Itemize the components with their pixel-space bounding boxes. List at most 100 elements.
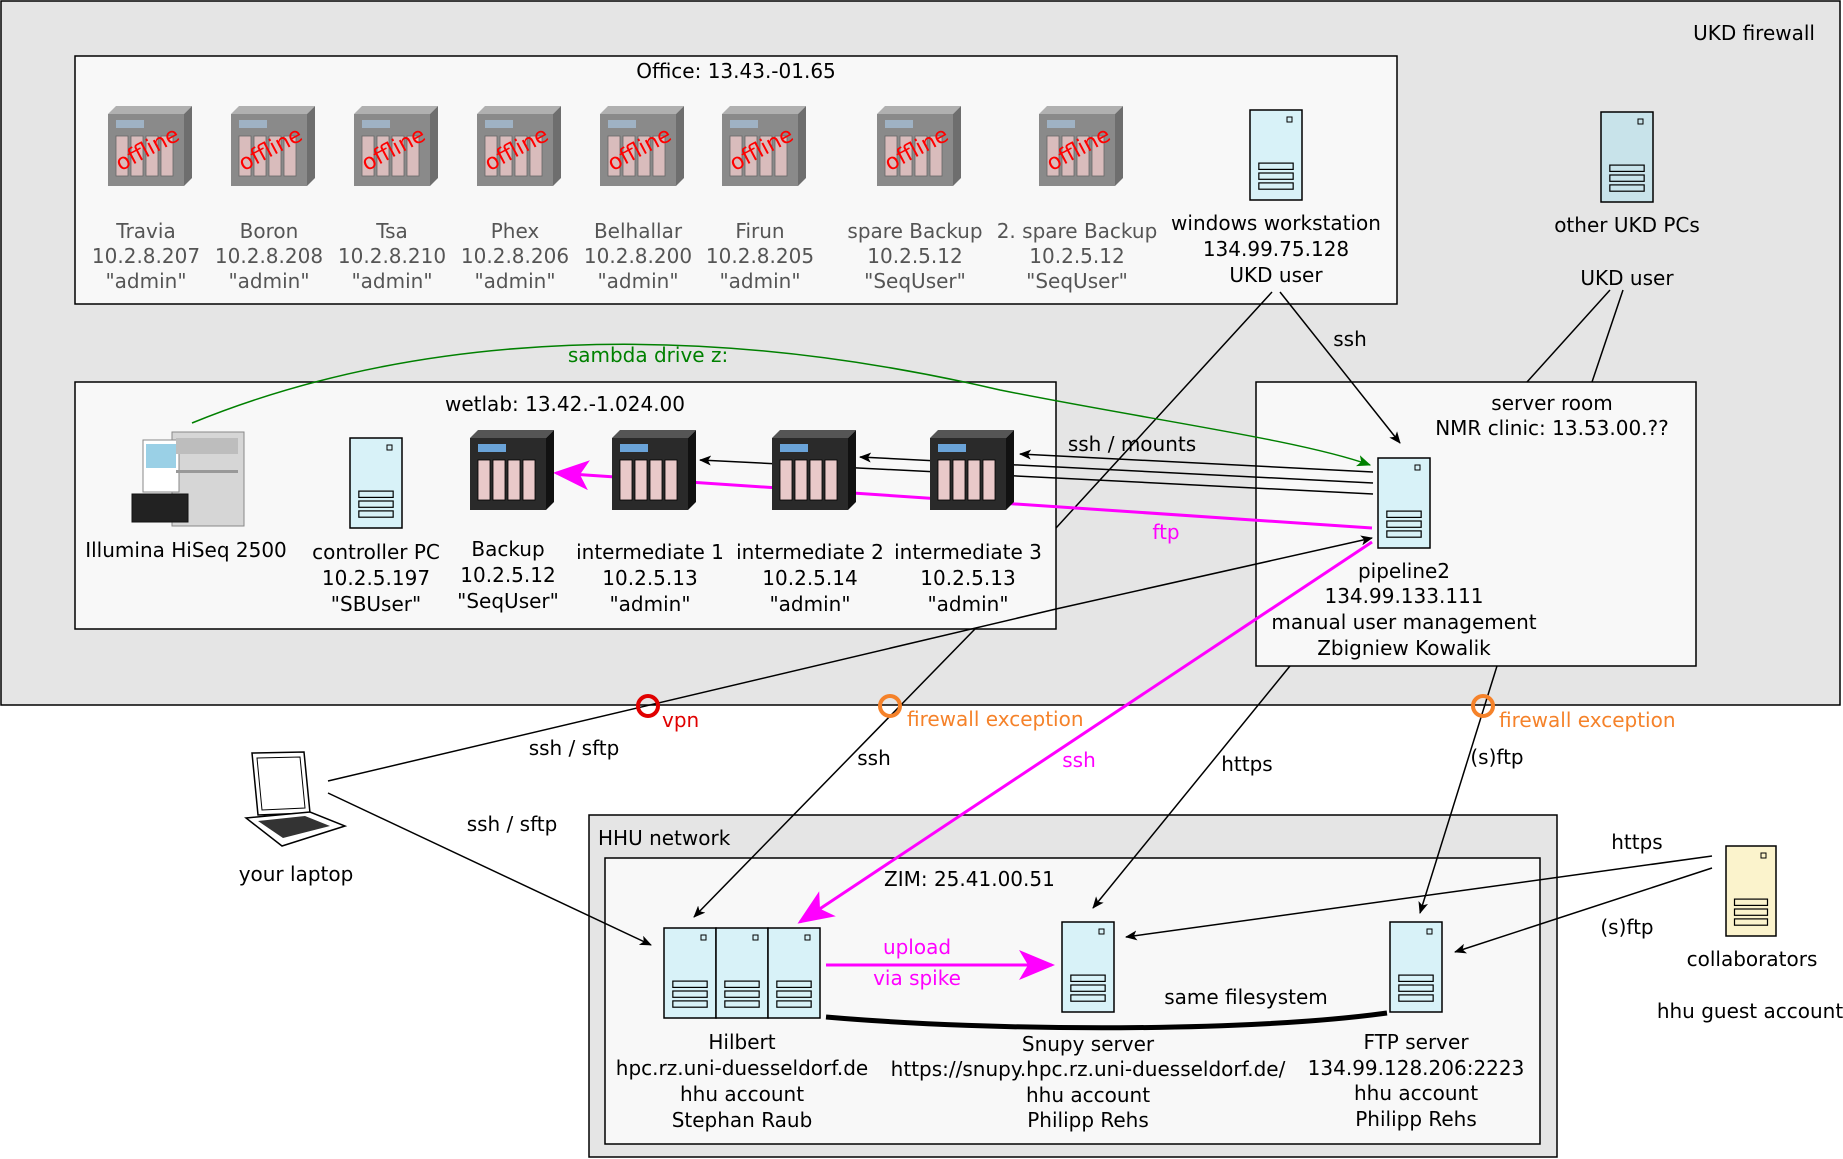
upload-label: upload (883, 935, 951, 959)
nas-ip-label: 10.2.5.12 (1029, 244, 1124, 268)
https-snupy-label: https (1221, 752, 1272, 776)
node-ip: 10.2.5.13 (602, 566, 697, 590)
ukd-user-line (1591, 289, 1624, 383)
sambda-label: sambda drive z: (568, 343, 728, 367)
node-label: Hilbert (708, 1030, 775, 1054)
node-label: windows workstation (1171, 211, 1381, 235)
vpn-marker (636, 694, 660, 718)
node-label: your laptop (239, 862, 354, 886)
node-user: "SBUser" (331, 592, 421, 616)
ukd-user-line (1526, 289, 1611, 383)
wetlab-nas-group (470, 430, 1014, 510)
hilbert-server-icon (663, 927, 717, 1019)
sftp-collab-label: (s)ftp (1600, 915, 1653, 939)
ssh-sftp-label: ssh / sftp (529, 736, 620, 760)
firewall-exception-label: firewall exception (1499, 708, 1676, 732)
mount-int3-edge (1019, 449, 1374, 473)
hilbert-server-icon (715, 927, 769, 1019)
nas-device-icon: offline (877, 106, 961, 186)
sftp-ftp-edge (1418, 665, 1498, 914)
node-account: hhu account (1026, 1083, 1150, 1107)
nas-ip-label: 10.2.8.205 (706, 244, 814, 268)
ftp-label: ftp (1152, 520, 1179, 544)
nas-device-icon: offline (1039, 106, 1123, 186)
nas-ip-label: 10.2.8.210 (338, 244, 446, 268)
nas-name-label: spare Backup (847, 219, 982, 243)
ssh-pipeline-hilbert-edge (797, 540, 1373, 924)
nas-user-label: "admin" (719, 269, 800, 293)
node-ip: 10.2.5.14 (762, 566, 857, 590)
node-label: pipeline2 (1358, 559, 1450, 583)
nas-name-label: Phex (491, 219, 540, 243)
nas-ip-label: 10.2.8.206 (461, 244, 569, 268)
nas-ip-label: 10.2.8.200 (584, 244, 692, 268)
nas-user-label: "admin" (228, 269, 309, 293)
intermediate-nas-icon (930, 430, 1014, 510)
nas-name-label: Tsa (375, 219, 408, 243)
ssh-hilbert-label: ssh (857, 746, 891, 770)
firewall-exception-marker (878, 694, 902, 718)
https-snupy-edge (1092, 665, 1291, 909)
nas-user-label: "admin" (351, 269, 432, 293)
server-room-address: NMR clinic: 13.53.00.?? (1435, 416, 1669, 440)
intermediate-nas-icon (772, 430, 856, 510)
laptop-vpn-edge (327, 608, 1057, 782)
ssh-ws-label: ssh (1333, 327, 1367, 351)
node-note: hhu guest account (1657, 999, 1843, 1023)
intermediate-nas-icon (612, 430, 696, 510)
hilbert-server-icon (767, 927, 821, 1019)
node-label: intermediate 2 (736, 540, 884, 564)
backup-nas-icon (470, 430, 554, 510)
office-label: Office: 13.43.-01.65 (636, 59, 836, 83)
controller-pc-server-icon (349, 437, 403, 529)
node-owner: Stephan Raub (672, 1108, 813, 1132)
node-owner: Philipp Rehs (1355, 1107, 1477, 1131)
collab-ftp-edge (1454, 867, 1713, 954)
connections (191, 289, 1713, 1031)
windows-workstation-server-icon (1249, 109, 1303, 201)
node-note: manual user management (1271, 610, 1536, 634)
firewall-exception-label: firewall exception (907, 707, 1084, 731)
node-host: https://snupy.hpc.rz.uni-duesseldorf.de/ (891, 1057, 1286, 1081)
node-label: other UKD PCs (1554, 213, 1700, 237)
laptop-icon (244, 751, 348, 847)
nas-name-label: 2. spare Backup (997, 219, 1158, 243)
node-owner: Philipp Rehs (1027, 1108, 1149, 1132)
vpn-label: vpn (662, 708, 699, 732)
sftp-ftp-label: (s)ftp (1470, 745, 1523, 769)
nas-name-label: Travia (115, 219, 175, 243)
wetlab-pipeline-edge (1055, 535, 1373, 610)
node-label: intermediate 1 (576, 540, 724, 564)
collaborators-server-icon (1725, 845, 1777, 937)
node-label: FTP server (1363, 1030, 1469, 1054)
zim-label: ZIM: 25.41.00.51 (884, 867, 1055, 891)
ssh-mounts-label: ssh / mounts (1068, 432, 1196, 456)
ssh-magenta-label: ssh (1062, 748, 1096, 772)
node-label: Illumina HiSeq 2500 (85, 538, 287, 562)
node-account: hhu account (680, 1082, 804, 1106)
nas-user-label: "admin" (597, 269, 678, 293)
node-owner: Zbigniew Kowalik (1317, 636, 1491, 660)
https-collab-label: https (1611, 830, 1662, 854)
nas-name-label: Belhallar (594, 219, 683, 243)
ukd-firewall-label: UKD firewall (1693, 21, 1815, 45)
node-ip: 134.99.133.111 (1324, 584, 1483, 608)
nas-ip-label: 10.2.8.208 (215, 244, 323, 268)
nas-name-label: Firun (735, 219, 784, 243)
pipeline2-server-icon (1377, 457, 1431, 549)
workstation-wetlab-edge (1055, 291, 1273, 529)
firewall-exception-marker (1471, 694, 1495, 718)
nas-device-icon: offline (231, 106, 315, 186)
nas-device-icon: offline (600, 106, 684, 186)
node-user: "admin" (927, 592, 1008, 616)
node-host: 134.99.128.206:2223 (1308, 1056, 1525, 1080)
node-ip: 10.2.5.13 (920, 566, 1015, 590)
nas-device-icon: offline (354, 106, 438, 186)
node-label: controller PC (312, 540, 440, 564)
same-filesystem-label: same filesystem (1164, 985, 1328, 1009)
sambda-drive-edge (191, 343, 1372, 467)
nas-device-icon: offline (477, 106, 561, 186)
office-nas-group: offlineTravia10.2.8.207"admin"offlineBor… (92, 106, 1157, 293)
wetlab-label: wetlab: 13.42.-1.024.00 (445, 392, 685, 416)
